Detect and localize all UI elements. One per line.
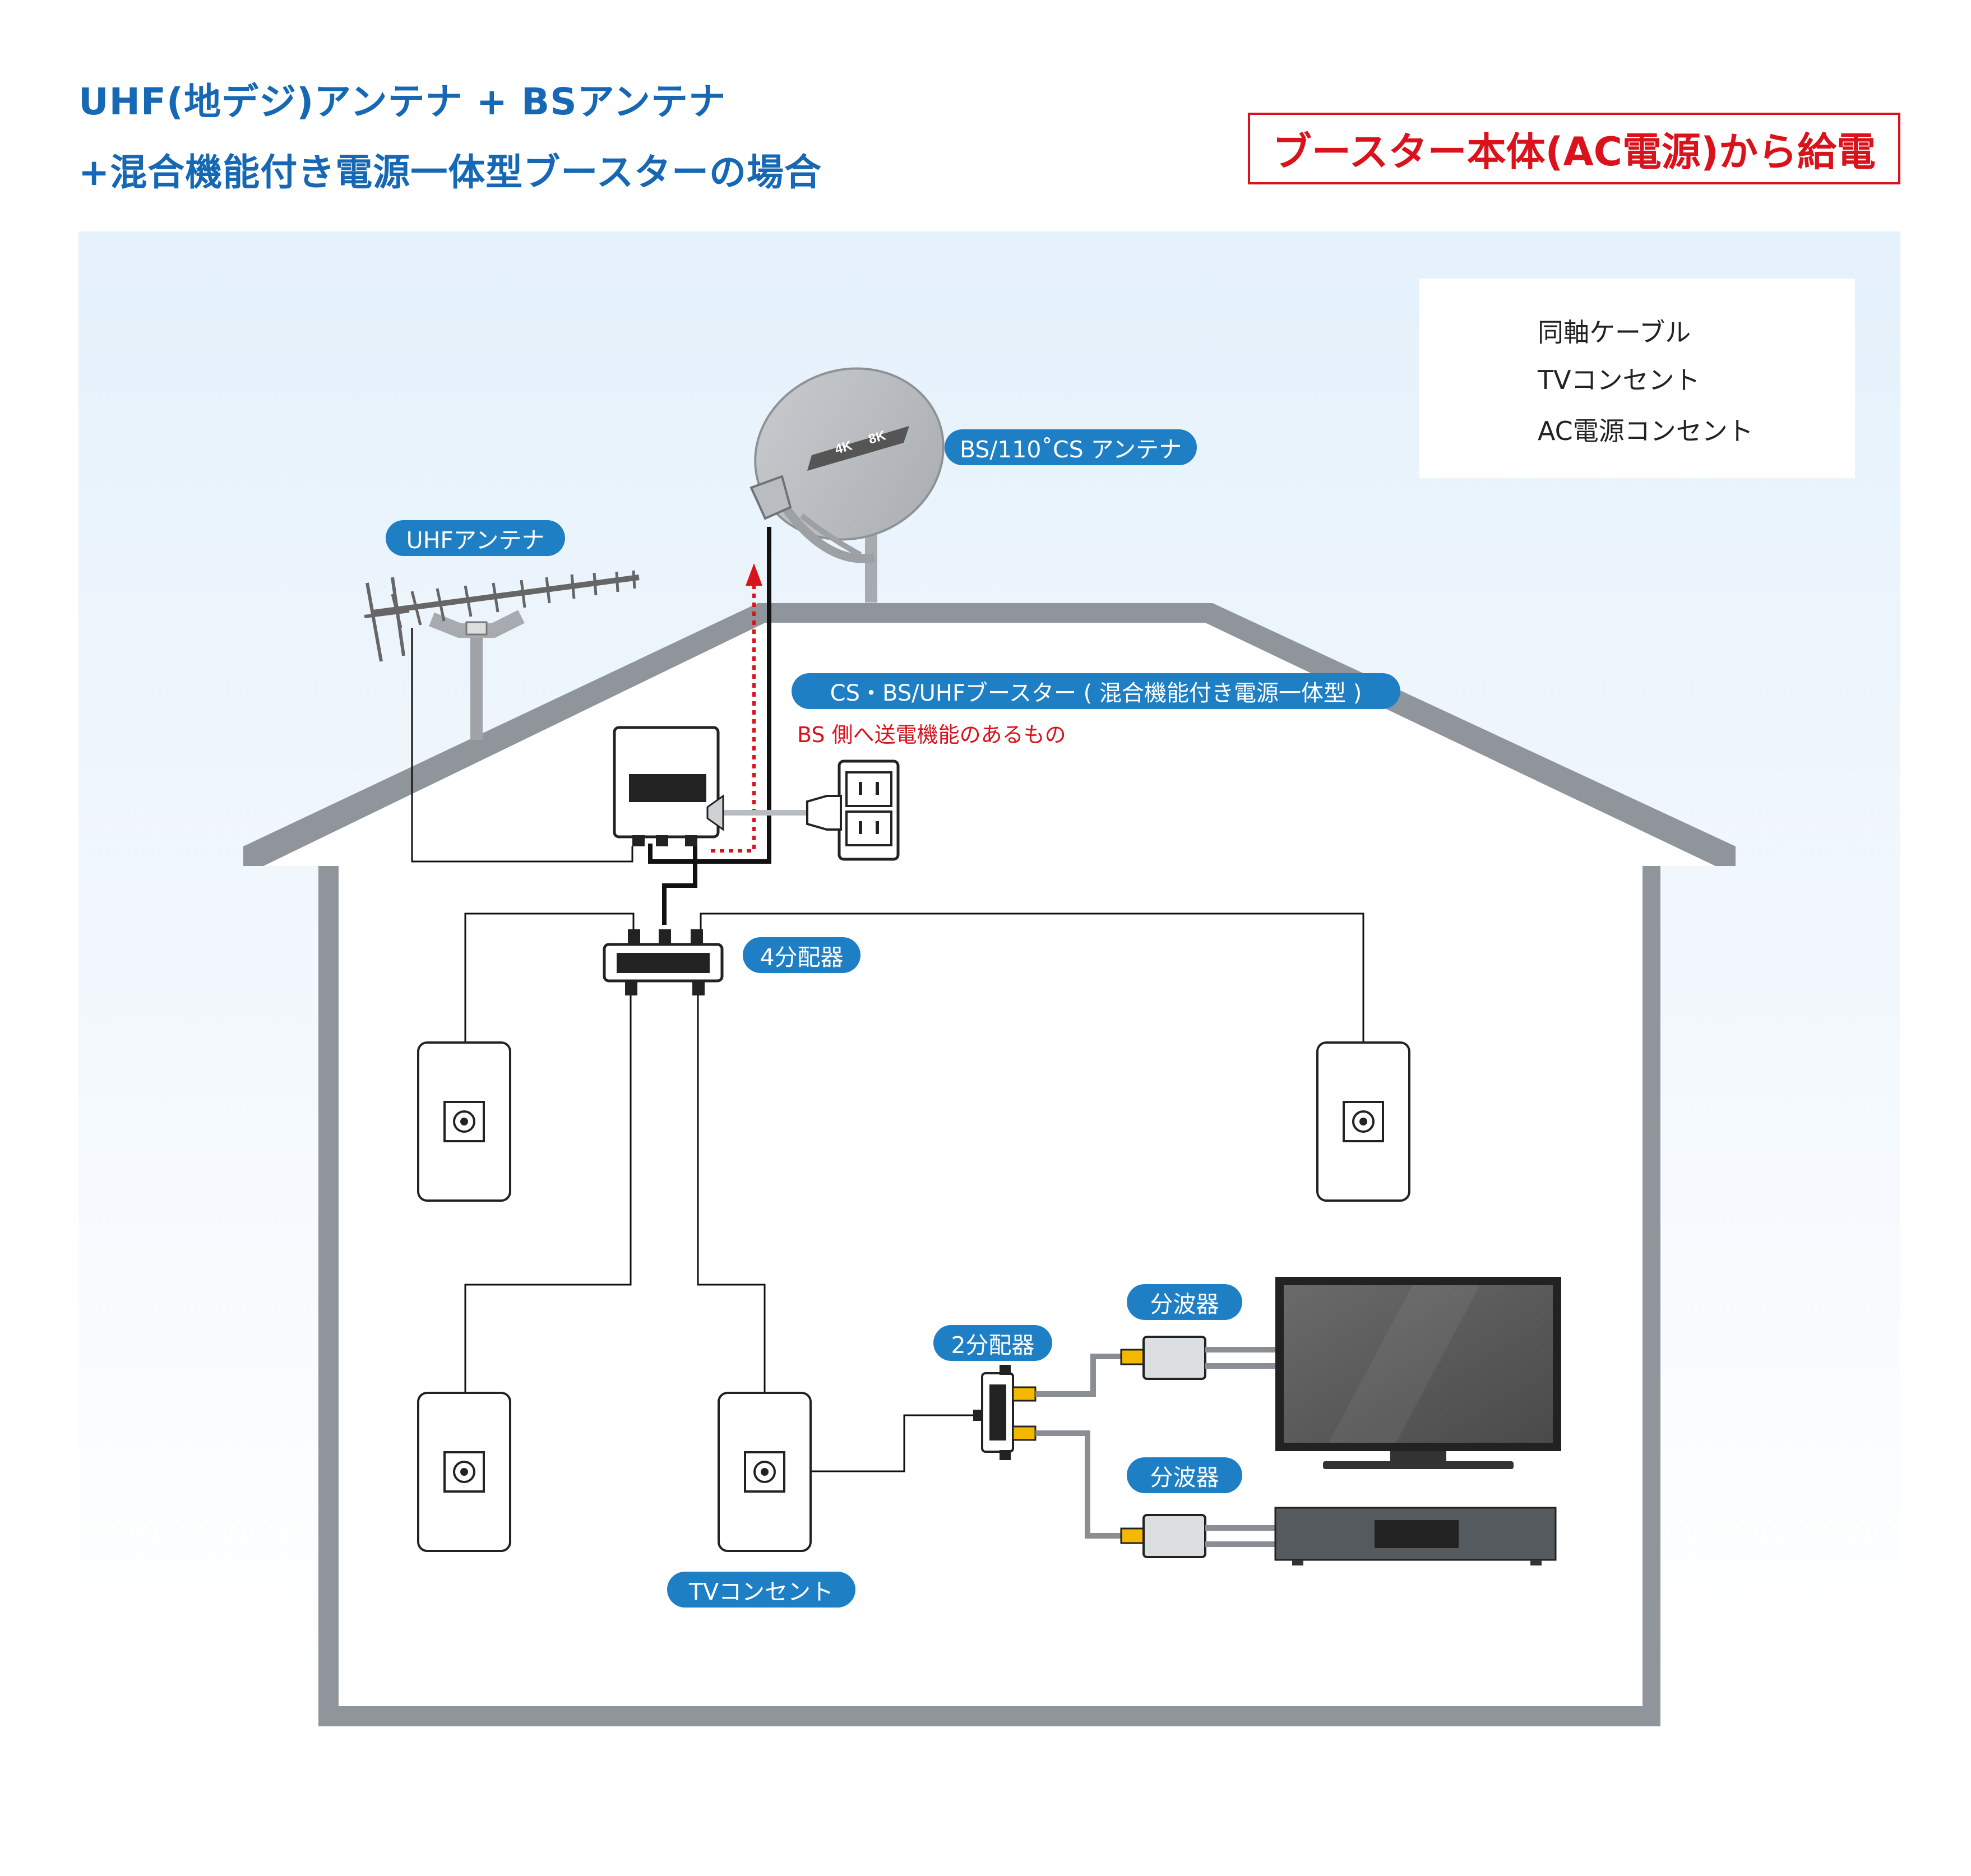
legend-label-tv-outlet: TVコンセント bbox=[1538, 365, 1700, 395]
legend-label-ac-outlet: AC電源コンセント bbox=[1538, 416, 1753, 446]
tv-wall-outlet-bottom-center bbox=[718, 1392, 812, 1552]
power-supply-note-text: ブースター本体(AC電源)から給電 bbox=[1272, 128, 1876, 175]
label-four-way-splitter: 4分配器 bbox=[743, 937, 860, 973]
page-title-line-1: UHF(地デジ)アンテナ + BSアンテナ bbox=[78, 80, 727, 123]
splitter-to-diplexer-cables bbox=[1035, 1354, 1127, 1539]
tv-wall-outlet-bottom-left bbox=[417, 1392, 511, 1552]
tv-wall-outlet-top-left bbox=[417, 1041, 511, 1202]
uhf-antenna-icon bbox=[364, 570, 640, 740]
label-booster-note: BS 側へ送電機能のあるもの bbox=[797, 722, 1066, 747]
power-feed-line bbox=[711, 563, 762, 853]
ac-outlet-icon bbox=[806, 759, 900, 861]
label-diplexer-top: 分波器 bbox=[1127, 1284, 1242, 1320]
tv-wall-outlet-top-right bbox=[1316, 1041, 1410, 1202]
diplexer-bottom-icon bbox=[1120, 1514, 1284, 1558]
power-supply-note-box: ブースター本体(AC電源)から給電 bbox=[1248, 113, 1900, 184]
label-bs-antenna: BS/110˚CS アンテナ bbox=[945, 429, 1197, 465]
label-diplexer-bottom: 分波器 bbox=[1127, 1457, 1242, 1493]
label-tv-outlet: TVコンセント bbox=[667, 1572, 855, 1608]
label-uhf-antenna: UHFアンテナ bbox=[386, 520, 565, 556]
bs-dish-antenna-icon bbox=[749, 367, 945, 603]
label-booster: CS・BS/UHFブースター ( 混合機能付き電源一体型 ) bbox=[792, 673, 1400, 709]
page-title-line-2: +混合機能付き電源一体型ブースターの場合 bbox=[78, 151, 822, 194]
label-two-way-splitter: 2分配器 bbox=[933, 1325, 1052, 1361]
booster-unit-icon bbox=[613, 726, 724, 846]
four-way-splitter-icon bbox=[603, 929, 724, 995]
legend-panel: 同軸ケーブル TVコンセント AC電源コンセント bbox=[1419, 279, 1855, 478]
legend-label-coax-cable: 同軸ケーブル bbox=[1538, 317, 1691, 348]
diplexer-top-icon bbox=[1120, 1336, 1284, 1380]
coax-cables bbox=[411, 527, 1364, 1472]
television-icon bbox=[1275, 1277, 1561, 1469]
recorder-icon bbox=[1274, 1507, 1557, 1565]
